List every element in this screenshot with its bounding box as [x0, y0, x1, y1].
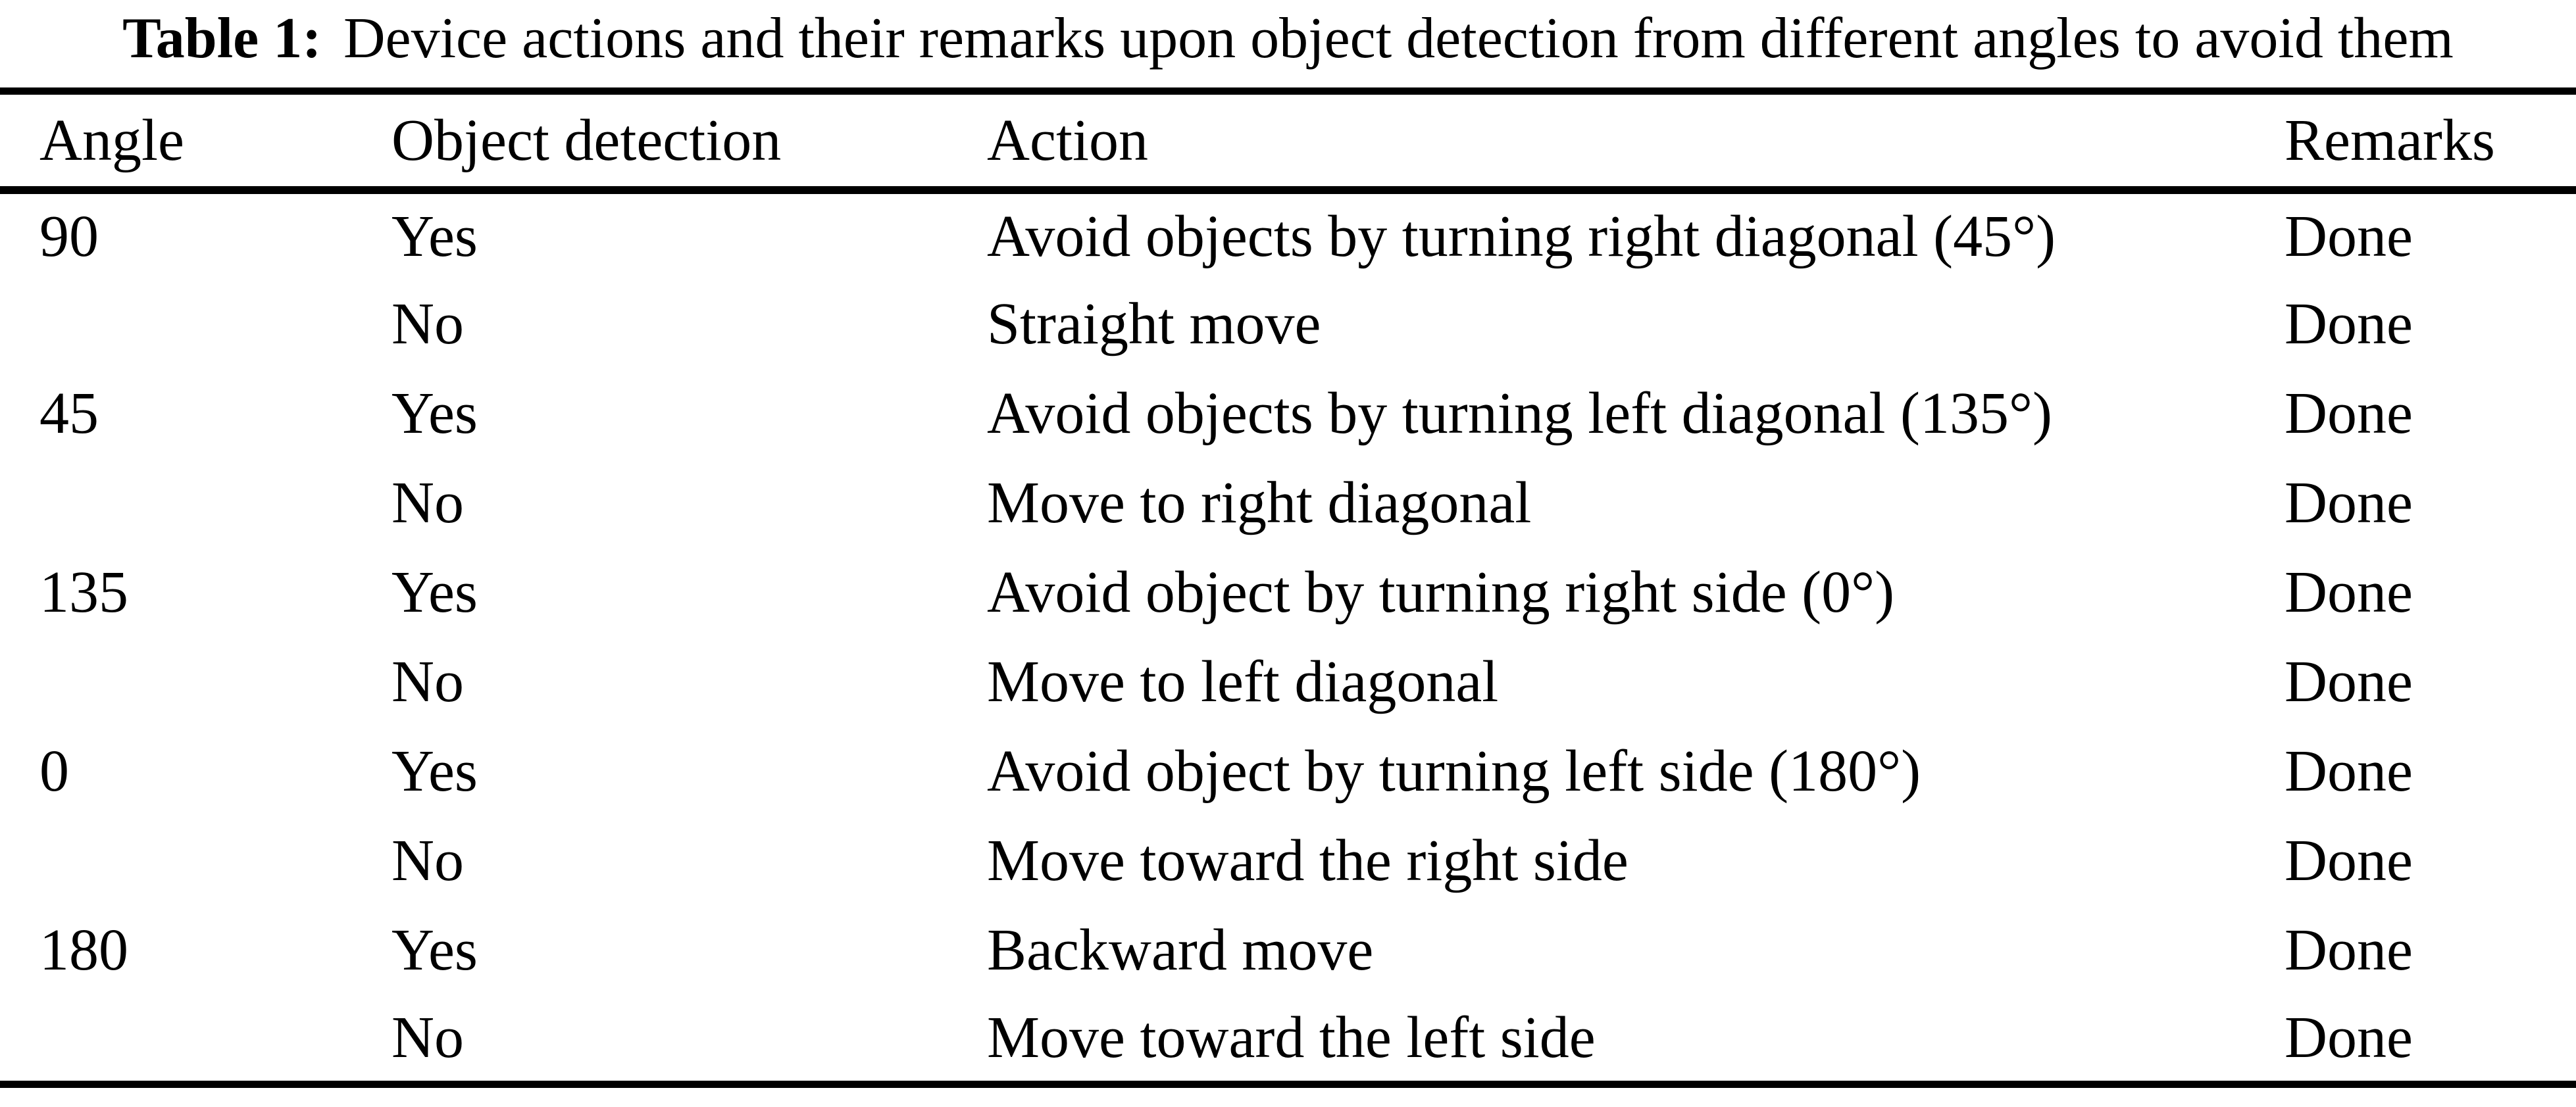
- cell-detection: No: [391, 291, 464, 357]
- table-caption-label: Table 1:: [122, 7, 322, 70]
- col-header-angle: Angle: [0, 91, 391, 194]
- table-row: 180 Yes Backward move Done: [0, 906, 2576, 995]
- table-row: 90 Yes Avoid objects by turning right di…: [0, 190, 2576, 280]
- table-row: No Move toward the left side Done: [0, 995, 2576, 1085]
- cell-angle: [0, 816, 391, 906]
- table-row: 135 Yes Avoid object by turning right si…: [0, 548, 2576, 637]
- cell-detection: Yes: [391, 381, 478, 446]
- cell-remarks: Done: [2285, 470, 2413, 535]
- col-header-remarks: Remarks: [2285, 91, 2576, 194]
- cell-detection: Yes: [391, 918, 478, 983]
- cell-remarks: Done: [2285, 739, 2413, 804]
- cell-remarks: Done: [2285, 828, 2413, 893]
- cell-remarks: Done: [2285, 204, 2413, 269]
- cell-action: Straight move: [987, 291, 1321, 357]
- table-caption: Table 1: Device actions and their remark…: [0, 0, 2576, 87]
- cell-angle: 135: [39, 560, 128, 625]
- cell-remarks: Done: [2285, 649, 2413, 714]
- device-actions-table: Angle Object detection Action Remarks 90…: [0, 87, 2576, 1088]
- table-row: No Move to right diagonal Done: [0, 458, 2576, 548]
- cell-detection: No: [391, 649, 464, 714]
- cell-action: Avoid objects by turning right diagonal …: [987, 204, 2056, 269]
- cell-remarks: Done: [2285, 560, 2413, 625]
- table-header: Angle Object detection Action Remarks: [0, 91, 2576, 194]
- cell-remarks: Done: [2285, 918, 2413, 983]
- cell-detection: No: [391, 470, 464, 535]
- table-row: 0 Yes Avoid object by turning left side …: [0, 727, 2576, 816]
- cell-detection: Yes: [391, 560, 478, 625]
- cell-action: Move toward the right side: [987, 828, 1629, 893]
- cell-action: Backward move: [987, 918, 1374, 983]
- cell-angle: [0, 637, 391, 727]
- col-header-object-detection: Object detection: [391, 91, 987, 194]
- cell-detection: Yes: [391, 204, 478, 269]
- table-body: 90 Yes Avoid objects by turning right di…: [0, 190, 2576, 1085]
- cell-angle: [0, 458, 391, 548]
- col-header-action: Action: [987, 91, 2285, 194]
- table-header-row: Angle Object detection Action Remarks: [0, 91, 2576, 194]
- cell-angle: 45: [39, 381, 99, 446]
- cell-action: Move to right diagonal: [987, 470, 1532, 535]
- cell-action: Avoid object by turning right side (0°): [987, 560, 1895, 625]
- cell-action: Avoid object by turning left side (180°): [987, 739, 1921, 804]
- table-row: No Move to left diagonal Done: [0, 637, 2576, 727]
- cell-detection: Yes: [391, 739, 478, 804]
- cell-action: Avoid objects by turning left diagonal (…: [987, 381, 2052, 446]
- cell-angle: [0, 995, 391, 1085]
- cell-angle: 90: [39, 204, 99, 269]
- cell-action: Move to left diagonal: [987, 649, 1499, 714]
- cell-remarks: Done: [2285, 291, 2413, 357]
- cell-angle: 0: [39, 739, 69, 804]
- cell-detection: No: [391, 828, 464, 893]
- cell-action: Move toward the left side: [987, 1005, 1596, 1071]
- cell-remarks: Done: [2285, 381, 2413, 446]
- cell-remarks: Done: [2285, 1005, 2413, 1071]
- cell-angle: [0, 280, 391, 369]
- table-row: 45 Yes Avoid objects by turning left dia…: [0, 369, 2576, 458]
- table-caption-text: Device actions and their remarks upon ob…: [343, 7, 2454, 70]
- table-row: No Move toward the right side Done: [0, 816, 2576, 906]
- cell-angle: 180: [39, 918, 128, 983]
- cell-detection: No: [391, 1005, 464, 1071]
- table-row: No Straight move Done: [0, 280, 2576, 369]
